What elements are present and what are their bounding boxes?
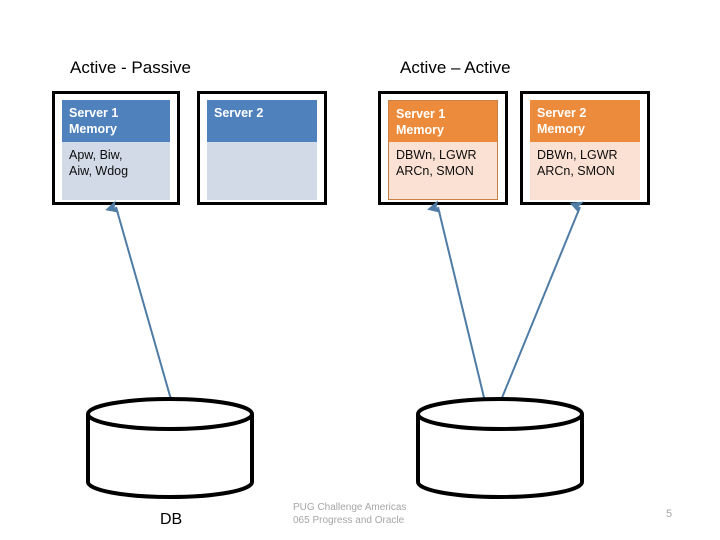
server-box-header-line1: Server 2	[214, 106, 264, 120]
server-box-body: Apw, Biw, Aiw, Wdog	[62, 142, 170, 200]
server-box-body-line2: ARCn, SMON	[396, 164, 474, 178]
server-box-header: Server 1 Memory	[388, 100, 498, 142]
footer-line-2: 065 Progress and Oracle	[293, 515, 405, 526]
server-box-body	[207, 142, 317, 200]
slide-page-number: 5	[666, 508, 673, 520]
server-box-body-line1: DBWn, LGWR	[537, 148, 618, 162]
server-box-header-line1: Server 2	[537, 106, 587, 120]
server-box-body-line1: Apw, Biw,	[69, 148, 123, 162]
section-title-active-active: Active – Active	[400, 58, 511, 77]
database-cylinder-left[interactable]	[85, 396, 255, 500]
arrow-aa-server2-to-db	[486, 201, 584, 417]
server-box-active-active-server1[interactable]: Server 1 Memory DBWn, LGWR ARCn, SMON	[378, 91, 508, 205]
arrow-ap-server1-to-db	[105, 200, 176, 409]
slide-footer: PUG Challenge Americas 065 Progress and …	[293, 501, 406, 527]
section-title-active-passive: Active - Passive	[70, 58, 191, 77]
server-box-body-line2: ARCn, SMON	[537, 164, 615, 178]
server-box-header-line2: Memory	[537, 122, 585, 136]
server-box-header: Server 1 Memory	[62, 100, 170, 142]
server-box-active-passive-server1[interactable]: Server 1 Memory Apw, Biw, Aiw, Wdog	[52, 91, 180, 205]
server-box-body-line1: DBWn, LGWR	[396, 148, 477, 162]
server-box-header: Server 2 Memory	[530, 100, 640, 142]
server-box-active-passive-server2[interactable]: Server 2	[197, 91, 327, 205]
server-box-body: DBWn, LGWR ARCn, SMON	[388, 142, 498, 200]
server-box-header-line2: Memory	[69, 122, 117, 136]
server-box-body: DBWn, LGWR ARCn, SMON	[530, 142, 640, 200]
server-box-header-line1: Server 1	[69, 106, 119, 120]
database-label-left: DB	[160, 511, 183, 528]
server-box-header: Server 2	[207, 100, 317, 142]
arrow-aa-server1-to-db	[427, 200, 491, 416]
server-box-active-active-server2[interactable]: Server 2 Memory DBWn, LGWR ARCn, SMON	[520, 91, 650, 205]
database-cylinder-right[interactable]	[415, 396, 585, 500]
server-box-header-line2: Memory	[396, 123, 444, 137]
footer-line-1: PUG Challenge Americas	[293, 502, 407, 513]
server-box-body-line2: Aiw, Wdog	[69, 164, 129, 178]
server-box-header-line1: Server 1	[396, 107, 446, 121]
